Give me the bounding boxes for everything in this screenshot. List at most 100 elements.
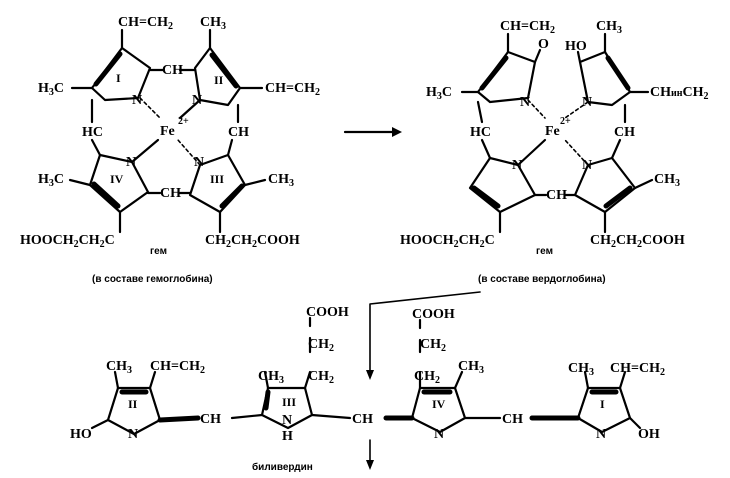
verdo-bridge-right-b: [610, 138, 622, 160]
heme-bridge-left-b: [90, 138, 102, 157]
heme-fe: Fe: [160, 124, 175, 139]
caption-hemoglobin: (в составе гемоглобина): [92, 273, 213, 285]
bili-n-4: N: [596, 427, 606, 442]
bili-ring-label-3: III: [282, 395, 296, 409]
bili-ch3-2-bond: [263, 370, 270, 390]
heme-hc-left: HC: [82, 125, 103, 140]
bili-link-2a: [310, 413, 352, 420]
verdo-co-bond: [533, 48, 542, 64]
heme-h3c-left: H3C: [38, 81, 64, 98]
verdo-fe-bond-2: [564, 101, 589, 119]
verdo-caption: гем: [536, 246, 553, 257]
heme-ring-label-4: IV: [110, 172, 124, 186]
heme-ring-3-double: [219, 183, 245, 209]
heme-bridge-right-b: [226, 138, 234, 157]
bili-ch3-a: CH3: [106, 359, 132, 376]
verdo-ch3-lower-bond: [633, 178, 654, 190]
heme-methine-top: CH: [162, 63, 183, 78]
verdo-fe-bond-3: [564, 139, 589, 166]
heme-ring-2: [193, 46, 242, 107]
verdo-fe: Fe: [545, 124, 560, 139]
heme-n-1: N: [132, 93, 142, 108]
bili-cooh-2: COOH: [412, 307, 455, 322]
verdo-n-3: N: [582, 158, 592, 173]
bili-methine-2: CH: [352, 412, 373, 427]
bili-vinyl-2-bond: [618, 370, 627, 390]
bili-ring-label-1: I: [600, 397, 605, 411]
bili-ch3-4-bond: [583, 370, 590, 390]
caption-verdoglobin: (в составе вердоглобина): [478, 273, 606, 285]
verdoheme-structure: CH=CH2 O HO CH3 H3C CHинCH2 HC CH Fe 2+ …: [400, 19, 709, 257]
bili-link-1b: [230, 413, 264, 420]
verdo-ho: HO: [565, 39, 587, 54]
heme-ch3-lower-right-bond: [243, 178, 267, 187]
heme-ring-1-double: [93, 51, 123, 87]
verdo-ch3-top: CH3: [596, 19, 622, 36]
heme-ring-4-double: [91, 181, 121, 209]
heme-vinyl-top: CH=CH2: [118, 15, 173, 32]
heme-ch-right: CH: [228, 125, 249, 140]
bili-vinyl-b: CH=CH2: [610, 361, 665, 378]
heme-n-3: N: [194, 155, 204, 170]
heme-methine-bottom: CH: [160, 186, 181, 201]
bili-ring-4: [410, 386, 467, 434]
bili-ch3-1-bond: [113, 370, 120, 390]
verdo-fe-bond-1: [527, 99, 546, 119]
biliverdin-structure: COOH COOH CH2 CH2 CH2 CH2 CH3 CH=CH2 CH3…: [70, 305, 665, 444]
heme-ring-label-2: II: [214, 73, 224, 87]
verdo-bridge-left-a: [476, 100, 484, 124]
bili-vinyl-a: CH=CH2: [150, 359, 205, 376]
verdo-propionic-right: CH2CH2COOH: [590, 233, 685, 250]
heme-h3c-lower: H3C: [38, 172, 64, 189]
bili-ch3-c: CH3: [458, 359, 484, 376]
heme-fe-bond-4: [130, 138, 160, 164]
caption-biliverdin: биливердин: [252, 461, 313, 473]
bili-ring-label-2: II: [128, 397, 138, 411]
bili-ch2-b: CH2: [308, 369, 334, 386]
bili-ch2-a: CH2: [308, 337, 334, 354]
bili-ch3-d: CH3: [568, 361, 594, 378]
verdo-n-2: N: [582, 95, 592, 110]
verdo-fe-bond-4: [516, 138, 547, 167]
heme-ring-label-1: I: [116, 71, 121, 85]
bili-ring-2: [106, 386, 162, 436]
verdo-vinyl-right: CHинCH2: [650, 85, 709, 102]
reaction-arrow: [343, 127, 402, 137]
heme-propionic-left: HOOCH2CH2C: [20, 233, 115, 250]
heme-ring-4: [88, 153, 150, 214]
verdo-ch3-lower: CH3: [654, 172, 680, 189]
verdo-hc-left: HC: [470, 125, 491, 140]
heme-fe-bond-2: [178, 98, 202, 120]
verdo-n-1: N: [520, 95, 530, 110]
verdo-vinyl-top: CH=CH2: [500, 19, 555, 36]
heme-fe-bond-3: [177, 139, 201, 166]
bili-ch2-c: CH2: [420, 337, 446, 354]
bili-ho: HO: [70, 427, 92, 442]
verdo-coh-bond: [576, 50, 582, 64]
verdo-h3c-left: H3C: [426, 85, 452, 102]
heme-ch3-top: CH3: [200, 15, 226, 32]
bili-methine-1: CH: [200, 412, 221, 427]
bili-ch2-d: CH2: [414, 369, 440, 386]
heme-propionic-right: CH2CH2COOH: [205, 233, 300, 250]
heme-caption: гем: [150, 246, 167, 257]
verdo-bridge-left-b: [480, 138, 492, 160]
bili-link-1a: [157, 415, 201, 423]
heme-ch3-lower-bond: [68, 178, 92, 187]
heme-n-4: N: [126, 155, 136, 170]
verdo-ring-1-double: [479, 55, 509, 91]
verdo-ch-right: CH: [614, 125, 635, 140]
bili-ch3-b: CH3: [258, 369, 284, 386]
bili-ring-label-4: IV: [432, 397, 446, 411]
heme-fe-charge: 2+: [178, 116, 189, 127]
verdo-methine-bottom: CH: [546, 188, 567, 203]
verdo-fe-charge: 2+: [560, 116, 571, 127]
bili-vinyl-1-bond: [148, 370, 157, 390]
heme-fe-bond-1: [139, 97, 161, 119]
verdo-oxo: O: [538, 37, 549, 52]
bili-ring-1: [576, 386, 632, 434]
verdo-ring-4: [468, 156, 537, 214]
bili-methine-3: CH: [502, 412, 523, 427]
